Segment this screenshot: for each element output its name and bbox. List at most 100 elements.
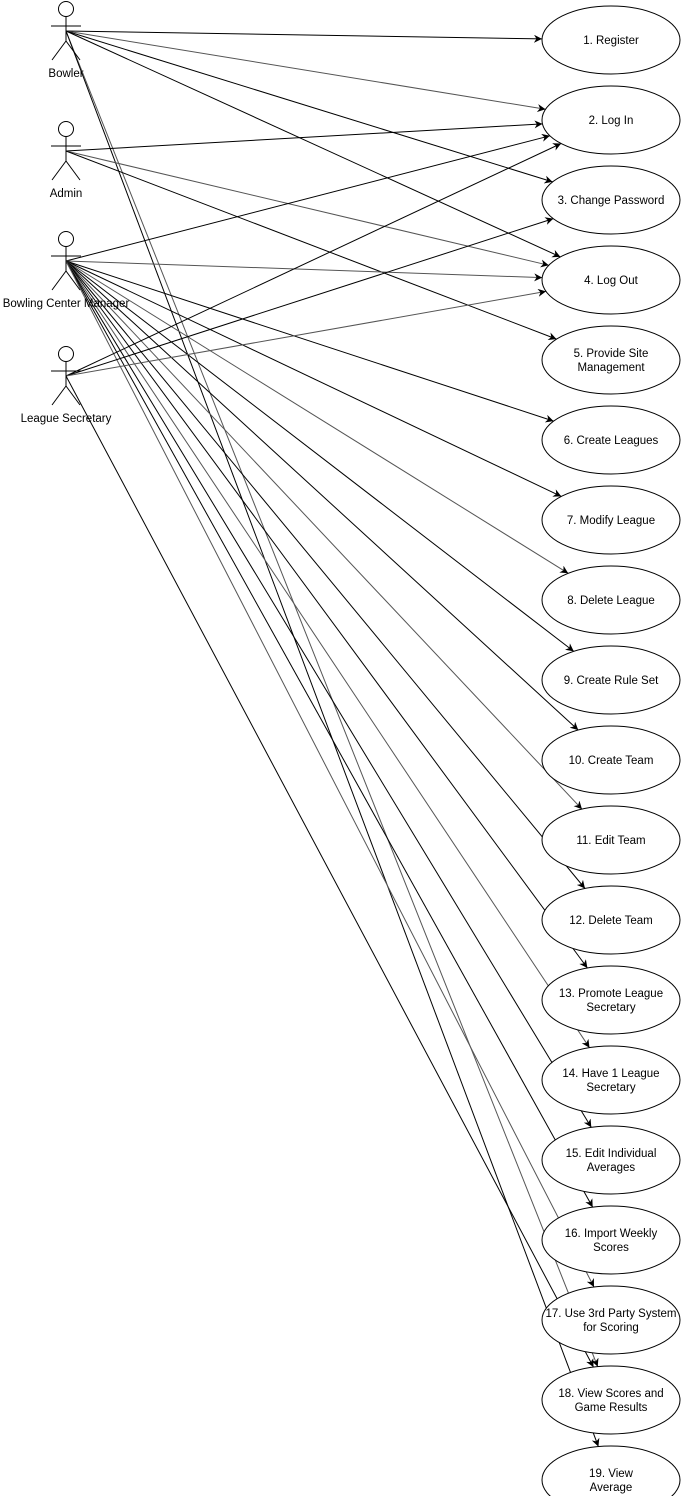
use-case-label: 18. View Scores and xyxy=(558,1388,663,1400)
use-case-label: Scores xyxy=(593,1242,629,1254)
use-case-ellipse xyxy=(541,1045,681,1115)
actor-bowling-center-manager[interactable]: Bowling Center Manager xyxy=(3,231,130,311)
actor-admin[interactable]: Admin xyxy=(50,121,83,201)
association-bowler-to-usecase-2 xyxy=(65,30,546,112)
association-bowler-to-usecase-3 xyxy=(65,30,553,184)
use-case-ellipse xyxy=(541,165,681,235)
association-manager-to-usecase-2 xyxy=(65,133,551,262)
use-case-ellipse xyxy=(541,1125,681,1195)
use-case-label: Secretary xyxy=(586,1002,635,1014)
use-case-ellipse xyxy=(541,485,681,555)
use-case-9[interactable]: 9. Create Rule Set xyxy=(541,645,681,715)
use-case-ellipse xyxy=(541,1285,681,1355)
use-case-1[interactable]: 1. Register xyxy=(541,5,681,75)
use-case-ellipse xyxy=(541,885,681,955)
use-case-ellipse xyxy=(541,805,681,875)
use-case-3[interactable]: 3. Change Password xyxy=(541,165,681,235)
use-case-ellipse xyxy=(541,325,681,395)
use-case-label: 12. Delete Team xyxy=(569,915,653,927)
use-case-label: 2. Log In xyxy=(589,115,634,127)
use-case-ellipse xyxy=(541,245,681,315)
use-case-label: Secretary xyxy=(586,1082,635,1094)
use-case-ellipse xyxy=(541,1445,681,1496)
association-secretary-to-usecase-2 xyxy=(65,143,562,377)
use-case-label: 4. Log Out xyxy=(584,275,639,287)
association-bowler-to-usecase-1 xyxy=(65,30,543,43)
use-case-label: 7. Modify League xyxy=(567,515,655,527)
use-case-11[interactable]: 11. Edit Team xyxy=(541,805,681,875)
use-case-label: 15. Edit Individual xyxy=(566,1148,657,1160)
use-case-label: Game Results xyxy=(575,1402,648,1414)
use-case-6[interactable]: 6. Create Leagues xyxy=(541,405,681,475)
association-bowler-to-usecase-4 xyxy=(65,30,561,258)
association-manager-to-usecase-14 xyxy=(65,260,590,1048)
use-case-ellipse xyxy=(541,725,681,795)
actor-bowler[interactable]: Bowler xyxy=(48,1,84,81)
actor-right-leg xyxy=(65,385,81,406)
actor-left-leg xyxy=(51,385,67,406)
actor-head xyxy=(58,1,74,17)
use-case-10[interactable]: 10. Create Team xyxy=(541,725,681,795)
association-admin-to-usecase-2 xyxy=(65,120,543,152)
actor-left-leg xyxy=(51,160,67,181)
use-case-label: Averages xyxy=(587,1162,636,1174)
actor-left-leg xyxy=(51,270,67,291)
actor-right-leg xyxy=(65,270,81,291)
use-case-label: Management xyxy=(577,362,645,374)
association-manager-to-usecase-6 xyxy=(65,260,554,423)
use-case-label: 6. Create Leagues xyxy=(564,435,659,447)
actor-right-leg xyxy=(65,160,81,181)
association-manager-to-usecase-17 xyxy=(65,260,595,1288)
association-manager-to-usecase-16 xyxy=(65,260,594,1208)
use-case-ellipse xyxy=(541,5,681,75)
use-case-17[interactable]: 17. Use 3rd Party System for Scoring xyxy=(541,1285,681,1355)
actor-label: Bowler xyxy=(48,68,83,80)
use-case-ellipse xyxy=(541,405,681,475)
use-case-4[interactable]: 4. Log Out xyxy=(541,245,681,315)
use-case-label: Average xyxy=(590,1482,633,1494)
use-case-ellipse xyxy=(541,1365,681,1435)
use-case-ellipse xyxy=(541,645,681,715)
use-case-label: for Scoring xyxy=(583,1322,639,1334)
association-manager-to-usecase-4 xyxy=(65,260,543,282)
use-case-label: 19. View xyxy=(589,1468,634,1480)
use-case-12[interactable]: 12. Delete Team xyxy=(541,885,681,955)
use-case-label: 10. Create Team xyxy=(569,755,654,767)
association-manager-to-usecase-8 xyxy=(65,260,569,574)
use-case-label: 3. Change Password xyxy=(558,195,665,207)
use-case-label: 17. Use 3rd Party System xyxy=(545,1308,676,1320)
association-manager-to-usecase-13 xyxy=(65,260,588,969)
actor-label: Bowling Center Manager xyxy=(3,298,130,310)
use-cases: 1. Register 2. Log In 3. Change Password 4.… xyxy=(541,5,681,1496)
use-case-label: 5. Provide Site xyxy=(574,348,649,360)
actor-head xyxy=(58,346,74,362)
use-case-7[interactable]: 7. Modify League xyxy=(541,485,681,555)
actor-label: League Secretary xyxy=(21,413,112,425)
association-manager-to-usecase-7 xyxy=(65,260,562,497)
use-case-ellipse xyxy=(541,1205,681,1275)
use-case-label: 1. Register xyxy=(583,35,639,47)
association-secretary-to-usecase-4 xyxy=(65,288,547,377)
use-case-2[interactable]: 2. Log In xyxy=(541,85,681,155)
use-case-label: 13. Promote League xyxy=(559,988,663,1000)
use-case-8[interactable]: 8. Delete League xyxy=(541,565,681,635)
use-case-label: 11. Edit Team xyxy=(576,835,645,847)
association-manager-to-usecase-12 xyxy=(65,260,586,889)
actor-league-secretary[interactable]: League Secretary xyxy=(21,346,112,426)
association-secretary-to-usecase-18 xyxy=(65,375,594,1368)
use-case-label: 9. Create Rule Set xyxy=(564,675,659,687)
use-case-label: 8. Delete League xyxy=(567,595,655,607)
use-case-label: 16. Import Weekly xyxy=(565,1228,658,1240)
actor-head xyxy=(58,121,74,137)
association-manager-to-usecase-15 xyxy=(65,260,592,1128)
use-case-ellipse xyxy=(541,565,681,635)
